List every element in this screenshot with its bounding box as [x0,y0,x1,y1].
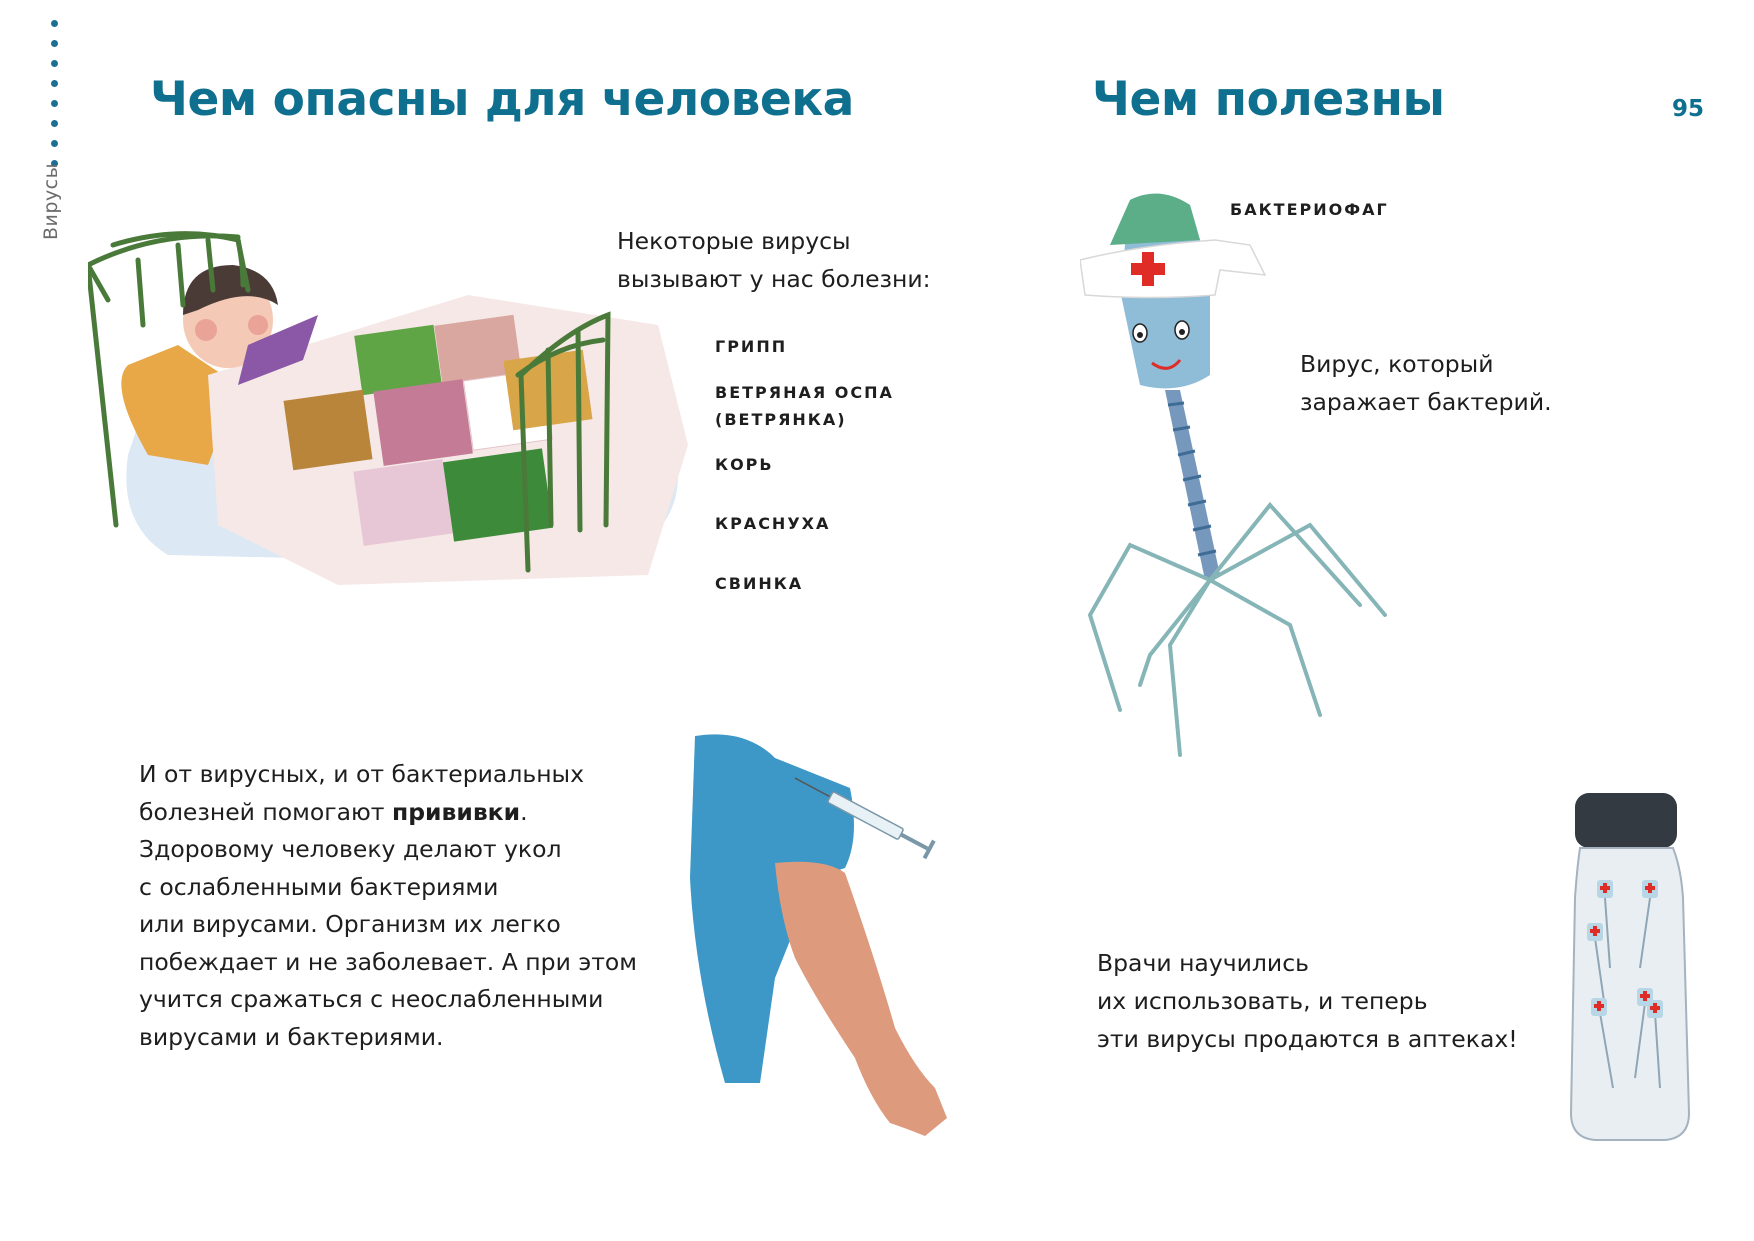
disease-measles: КОРЬ [715,455,774,474]
sick-child-bed-illustration [88,231,688,585]
vaccine-line: болезней помогают прививки. [139,797,528,826]
disease-rubella: КРАСНУХА [715,514,831,533]
vaccine-line: учится сражаться с неослабленными [139,985,604,1013]
vaccine-keyword: прививки [391,797,521,826]
pharmacy-line2: их использовать, и теперь [1097,987,1428,1015]
intro-text-line1: Некоторые вирусы [617,227,851,255]
vaccine-line: побеждает и не заболевает. А при этом [139,947,638,976]
vaccine-line: И от вирусных, и от бактериальных [139,760,585,788]
section-label: Вирусы [40,162,62,240]
side-dots [51,20,59,180]
pharmacy-line3: эти вирусы продаются в аптеках! [1097,1025,1518,1053]
page-number: 95 [1672,96,1705,122]
pharmacy-line1: Врачи научились [1097,949,1309,977]
heading-benefits: Чем полезны [1092,72,1445,127]
bacteriophage-label: БАКТЕРИОФАГ [1230,200,1389,219]
disease-chickenpox-alt: (ВЕТРЯНКА) [715,410,847,429]
disease-chickenpox: ВЕТРЯНАЯ ОСПА [715,383,894,402]
vaccine-line: с ослабленными бактериями [139,872,499,901]
phage-desc-line1: Вирус, который [1300,350,1494,378]
phage-vial-illustration [1569,793,1691,1141]
vaccine-line: Здоровому человеку делают укол [139,835,562,863]
vaccine-paragraph: И от вирусных, и от бактериальных болезн… [139,756,637,1056]
heading-dangers: Чем опасны для человека [150,72,854,127]
bacteriophage-illustration [1080,193,1387,757]
phage-desc-line2: заражает бактерий. [1300,388,1552,416]
vaccine-line: вирусами и бактериями. [139,1022,444,1051]
intro-text-line2: вызывают у нас болезни: [617,265,931,293]
disease-flu: ГРИПП [715,337,788,356]
arm-syringe-illustration [690,734,947,1136]
disease-mumps: СВИНКА [715,574,804,593]
vaccine-line: или вирусами. Организм их легко [139,910,561,938]
